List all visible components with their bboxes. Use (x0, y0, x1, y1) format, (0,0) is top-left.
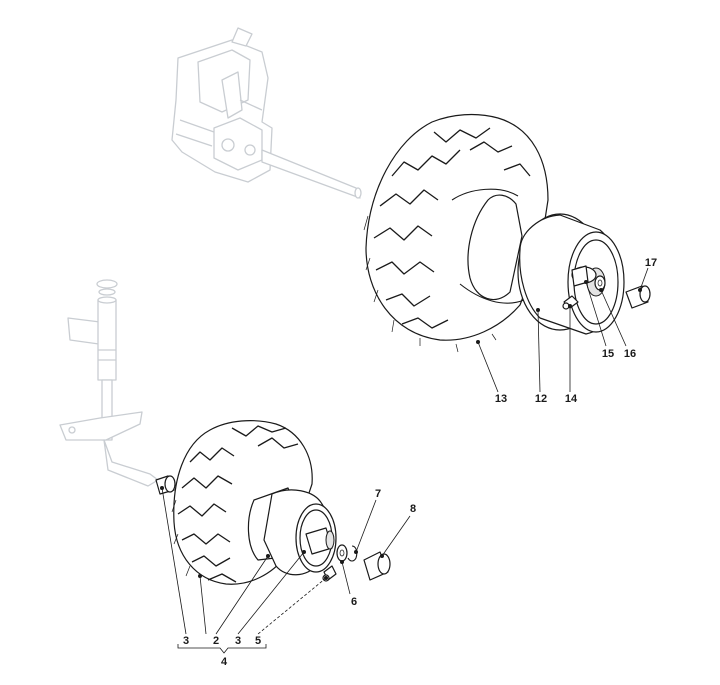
callout-3-rim: 3 (235, 635, 241, 647)
callout-2-tyre: 2 (213, 635, 219, 647)
callout-labels: 13 12 14 15 16 17 3 2 3 5 4 6 7 8 (183, 257, 657, 668)
rear-rim-12 (517, 213, 625, 335)
callout-12: 12 (535, 393, 547, 405)
callout-3-spacer: 3 (183, 635, 189, 647)
front-bushing-3 (305, 527, 335, 555)
front-spacer-left-3 (155, 475, 176, 495)
callout-14: 14 (565, 393, 578, 405)
callout-8: 8 (410, 503, 416, 515)
callout-16: 16 (624, 348, 636, 360)
transaxle-ghost (171, 27, 273, 183)
front-washer-6 (336, 544, 348, 562)
callout-7: 7 (375, 488, 381, 500)
front-clip-7 (347, 545, 358, 562)
leader-lines (160, 267, 649, 654)
callout-13: 13 (495, 393, 507, 405)
callout-5: 5 (255, 635, 261, 647)
rear-wheel-hole (467, 194, 523, 301)
rear-bushing-15 (571, 265, 597, 287)
callout-17: 17 (645, 257, 657, 269)
rear-washer-16 (594, 275, 606, 291)
axle-shaft-ghost (261, 149, 362, 199)
callout-6: 6 (351, 596, 357, 608)
rear-hub-cap-17 (625, 285, 651, 309)
callout-15: 15 (602, 348, 614, 360)
steering-spindle-ghost (59, 279, 159, 487)
front-hub-cap-8 (363, 551, 391, 581)
callout-4: 4 (221, 656, 228, 668)
